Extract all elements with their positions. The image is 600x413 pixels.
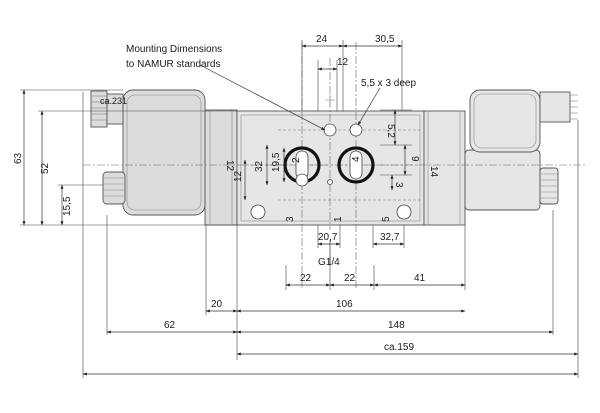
dim-9: 9 bbox=[409, 156, 420, 162]
mounting-note-line1: Mounting Dimensions bbox=[126, 44, 222, 55]
port-label-3: 3 bbox=[285, 216, 296, 222]
dim-106: 106 bbox=[336, 299, 353, 310]
dim-20: 20 bbox=[211, 299, 223, 310]
dim-30-5: 30,5 bbox=[375, 34, 395, 45]
dim-12-left: 12 bbox=[233, 170, 244, 182]
extension-lines bbox=[20, 40, 579, 378]
port-thread-label: G1/4 bbox=[318, 257, 340, 268]
mounting-note-line2: to NAMUR standards bbox=[126, 59, 220, 70]
port-4 bbox=[337, 146, 375, 184]
dim-ca159: ca.159 bbox=[384, 342, 414, 353]
dim-ca231: ca.231 bbox=[100, 96, 127, 106]
leader-lines bbox=[199, 64, 381, 266]
dim-63: 63 bbox=[13, 152, 24, 164]
port-label-4: 4 bbox=[351, 156, 362, 162]
dim-22-left: 22 bbox=[300, 273, 312, 284]
right-solenoid bbox=[464, 89, 578, 211]
dim-22-right: 22 bbox=[344, 273, 356, 284]
port-label-2: 2 bbox=[291, 157, 302, 163]
mounting-holes bbox=[250, 95, 412, 220]
dim-3-right: 3 bbox=[393, 182, 404, 188]
dim-5-2: 5,2 bbox=[385, 124, 396, 138]
dim-62: 62 bbox=[164, 320, 176, 331]
dim-32-7: 32,7 bbox=[380, 232, 400, 243]
dim-32: 32 bbox=[254, 160, 265, 172]
dim-20-7: 20,7 bbox=[318, 232, 338, 243]
port-label-12: 12 bbox=[224, 160, 235, 172]
dim-52: 52 bbox=[40, 162, 51, 174]
port-label-14: 14 bbox=[428, 166, 439, 178]
dim-41: 41 bbox=[414, 273, 426, 284]
port-label-1: 1 bbox=[333, 216, 344, 222]
port-label-5: 5 bbox=[381, 216, 392, 222]
dim-19-5: 19,5 bbox=[271, 152, 282, 172]
dim-15-5: 15,5 bbox=[62, 196, 73, 216]
left-solenoid bbox=[90, 89, 238, 226]
thread-spec-label: 5,5 x 3 deep bbox=[361, 78, 416, 89]
dim-24: 24 bbox=[316, 34, 328, 45]
dim-148: 148 bbox=[388, 320, 405, 331]
dimension-lines bbox=[22, 44, 579, 376]
dim-12-top: 12 bbox=[337, 57, 349, 68]
